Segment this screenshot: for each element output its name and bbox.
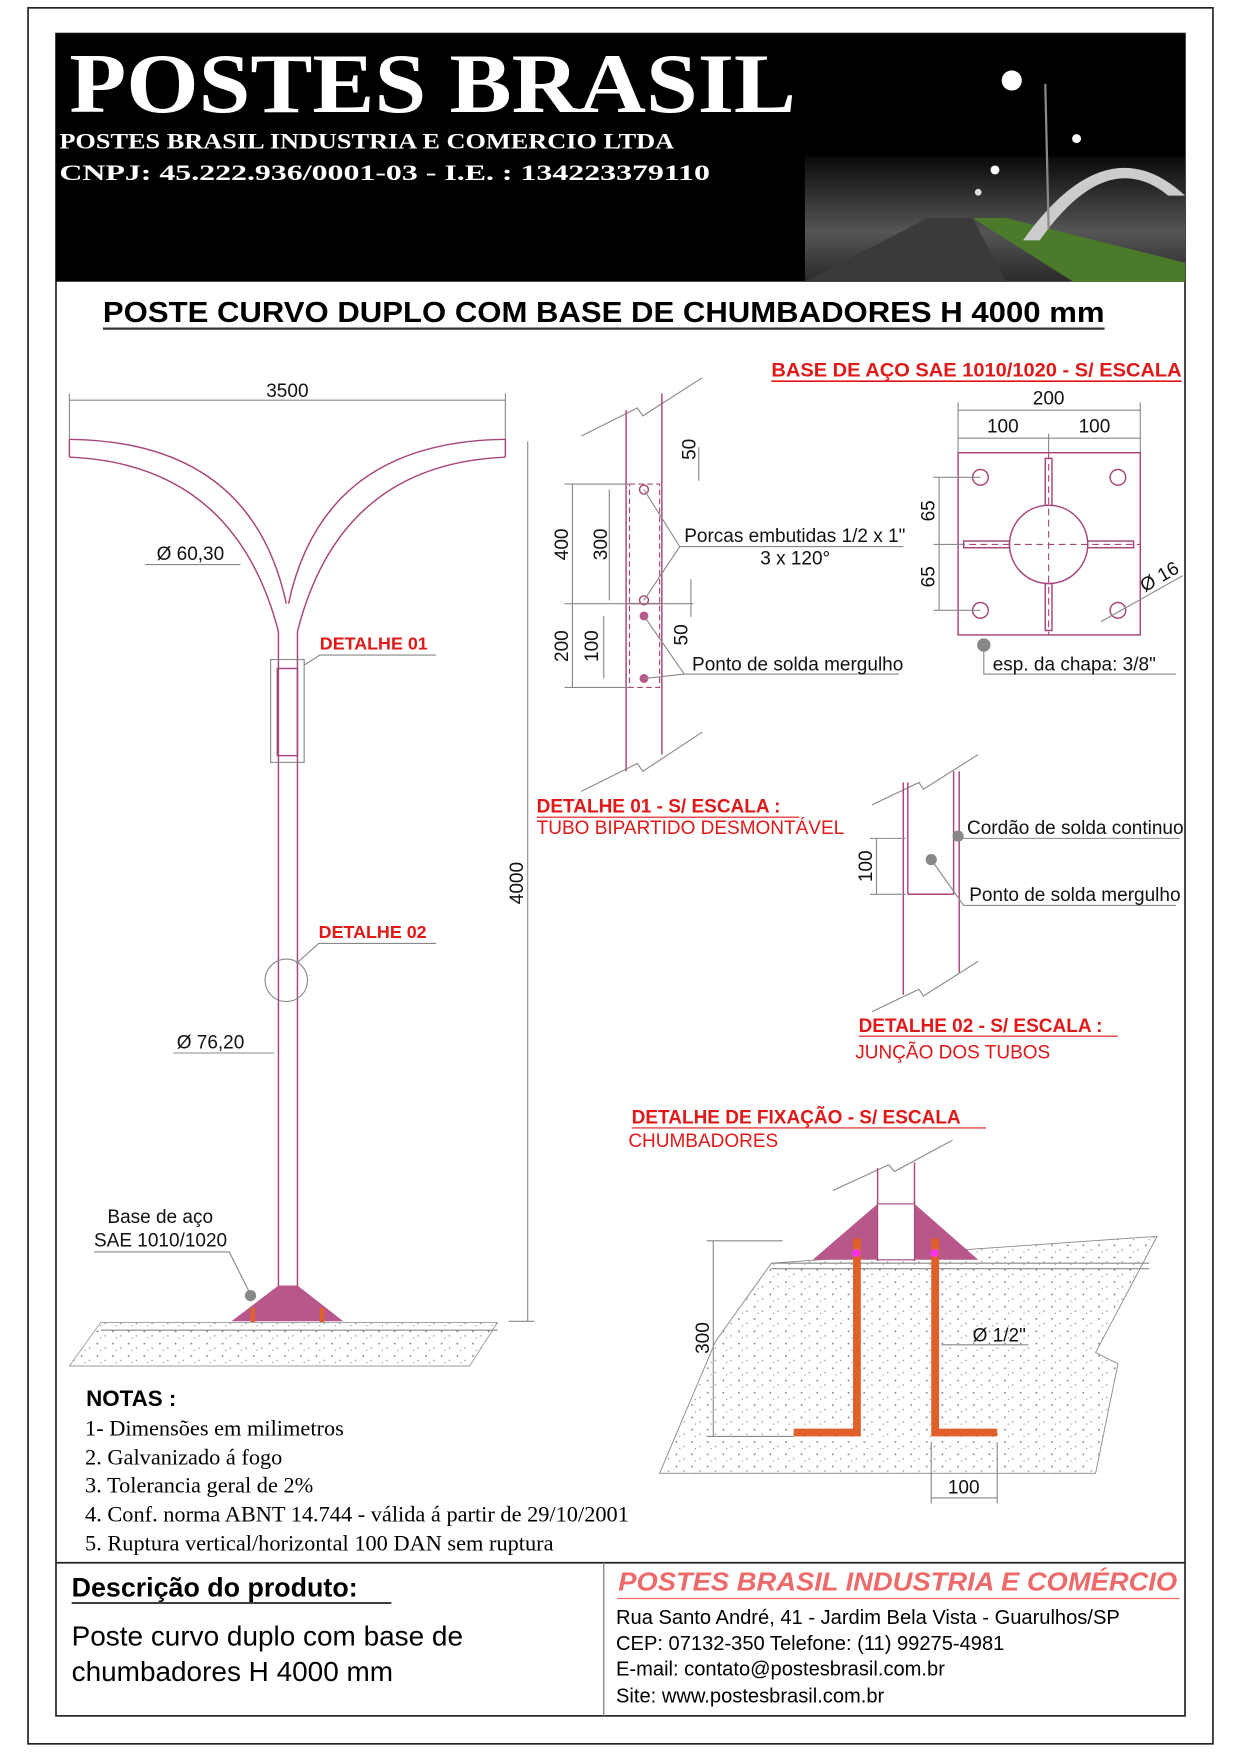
base-label-2: SAE 1010/1020 <box>94 1230 227 1251</box>
description-line-2: chumbadores H 4000 mm <box>72 1656 393 1687</box>
weld-continuous-label: Cordão de solda continuo <box>967 818 1184 839</box>
fixation-drawing: DETALHE DE FIXAÇÃO - S/ ESCALA CHUMBADOR… <box>628 1106 1158 1504</box>
company-line: POSTES BRASIL INDUSTRIA E COMERCIO LTDA <box>59 129 674 154</box>
base-gusset <box>231 1285 344 1322</box>
notes-heading: NOTAS : <box>86 1386 176 1411</box>
plate-dim-100-right: 100 <box>1079 417 1111 438</box>
header-banner: POSTES BRASIL POSTES BRASIL INDUSTRIA E … <box>55 33 1186 282</box>
note-item: 4. Conf. norma ABNT 14.744 - válida á pa… <box>85 1501 629 1526</box>
hole-diameter: Ø 16 <box>1137 558 1183 597</box>
plate-dim-200: 200 <box>1033 389 1065 410</box>
company-cep-phone: CEP: 07132-350 Telefone: (11) 99275-4981 <box>616 1633 1004 1655</box>
nuts-label: Porcas embutidas 1/2 x 1" <box>684 526 905 547</box>
company-name: POSTES BRASIL INDUSTRIA E COMÉRCIO <box>618 1568 1177 1597</box>
description-line-1: Poste curvo duplo com base de <box>72 1620 463 1651</box>
nuts-angle: 3 x 120° <box>760 549 830 570</box>
detail02-subtitle: JUNÇÃO DOS TUBOS <box>855 1042 1050 1064</box>
dim-200: 200 <box>552 630 573 662</box>
arm-diameter: Ø 60,30 <box>157 544 225 565</box>
anchor-bolt-right <box>931 1238 998 1437</box>
weld-point-label: Ponto de solda mergulho <box>969 885 1180 906</box>
cnpj-line: CNPJ: 45.222.936/0001-03 - I.E. : 134223… <box>59 160 710 185</box>
outer-border <box>27 6 1214 1745</box>
detail02-callout: DETALHE 02 <box>319 922 427 942</box>
anchor-bolt-left <box>793 1238 861 1437</box>
detail02-drawing: 100 Cordão de solda continuo Ponto de so… <box>855 754 1184 1064</box>
plate-dim-65-top: 65 <box>919 500 940 521</box>
description-heading: Descrição do produto: <box>72 1572 358 1602</box>
fixation-title: DETALHE DE FIXAÇÃO - S/ ESCALA <box>632 1106 961 1128</box>
logo-title: POSTES BRASIL <box>69 37 796 131</box>
street-photo <box>804 70 1186 282</box>
note-item: 2. Galvanizado á fogo <box>85 1444 282 1469</box>
dim-100: 100 <box>582 630 603 662</box>
plate-dim-100-left: 100 <box>987 417 1019 438</box>
dim-50-top: 50 <box>679 439 700 460</box>
dim-400: 400 <box>552 529 573 561</box>
detail02-dim-100: 100 <box>856 850 877 882</box>
inner-frame <box>55 32 1186 1717</box>
detail02-title: DETALHE 02 - S/ ESCALA : <box>859 1016 1103 1037</box>
weld-label: Ponto de solda mergulho <box>692 655 903 676</box>
dim-300: 300 <box>591 529 612 561</box>
dim-50-bottom: 50 <box>672 624 693 645</box>
product-description: Descrição do produto: Poste curvo duplo … <box>72 1572 463 1687</box>
fixation-dim-300: 300 <box>693 1322 714 1354</box>
height-dimension: 4000 <box>507 862 528 904</box>
base-plate-drawing: BASE DE AÇO SAE 1010/1020 - S/ ESCALA 20… <box>771 361 1184 676</box>
pole-diameter: Ø 76,20 <box>177 1033 245 1054</box>
fixation-dim-100: 100 <box>948 1477 980 1498</box>
page-title: POSTE CURVO DUPLO COM BASE DE CHUMBADORE… <box>103 297 1105 329</box>
base-plate-title: BASE DE AÇO SAE 1010/1020 - S/ ESCALA <box>771 361 1182 382</box>
main-pole-drawing: 3500 4000 Ø 60,30 DETALHE 01 DETALHE 02 … <box>68 381 535 1367</box>
detail01-subtitle: TUBO BIPARTIDO DESMONTÁVEL <box>537 818 845 839</box>
width-dimension: 3500 <box>266 381 308 402</box>
note-item: 5. Ruptura vertical/horizontal 100 DAN s… <box>85 1530 554 1555</box>
base-label-1: Base de aço <box>107 1207 213 1228</box>
note-item: 3. Tolerancia geral de 2% <box>85 1472 313 1497</box>
notes-section: NOTAS : 1- Dimensões em milimetros 2. Ga… <box>85 1386 629 1555</box>
company-email[interactable]: E-mail: contato@postesbrasil.com.br <box>616 1659 945 1681</box>
note-item: 1- Dimensões em milimetros <box>85 1415 344 1440</box>
fixation-subtitle: CHUMBADORES <box>628 1131 778 1152</box>
company-site[interactable]: Site: www.postesbrasil.com.br <box>616 1685 885 1707</box>
detail01-drawing: 400 300 200 100 50 50 Porcas embutidas 1… <box>536 377 905 839</box>
company-address: Rua Santo André, 41 - Jardim Bela Vista … <box>616 1607 1120 1629</box>
bolt-diameter: Ø 1/2" <box>973 1325 1026 1346</box>
detail01-callout: DETALHE 01 <box>320 633 428 653</box>
company-info: POSTES BRASIL INDUSTRIA E COMÉRCIO Rua S… <box>616 1568 1180 1707</box>
detail01-title: DETALHE 01 - S/ ESCALA : <box>537 797 781 818</box>
plate-dim-65-bottom: 65 <box>919 566 940 587</box>
plate-thickness: esp. da chapa: 3/8" <box>993 655 1156 676</box>
